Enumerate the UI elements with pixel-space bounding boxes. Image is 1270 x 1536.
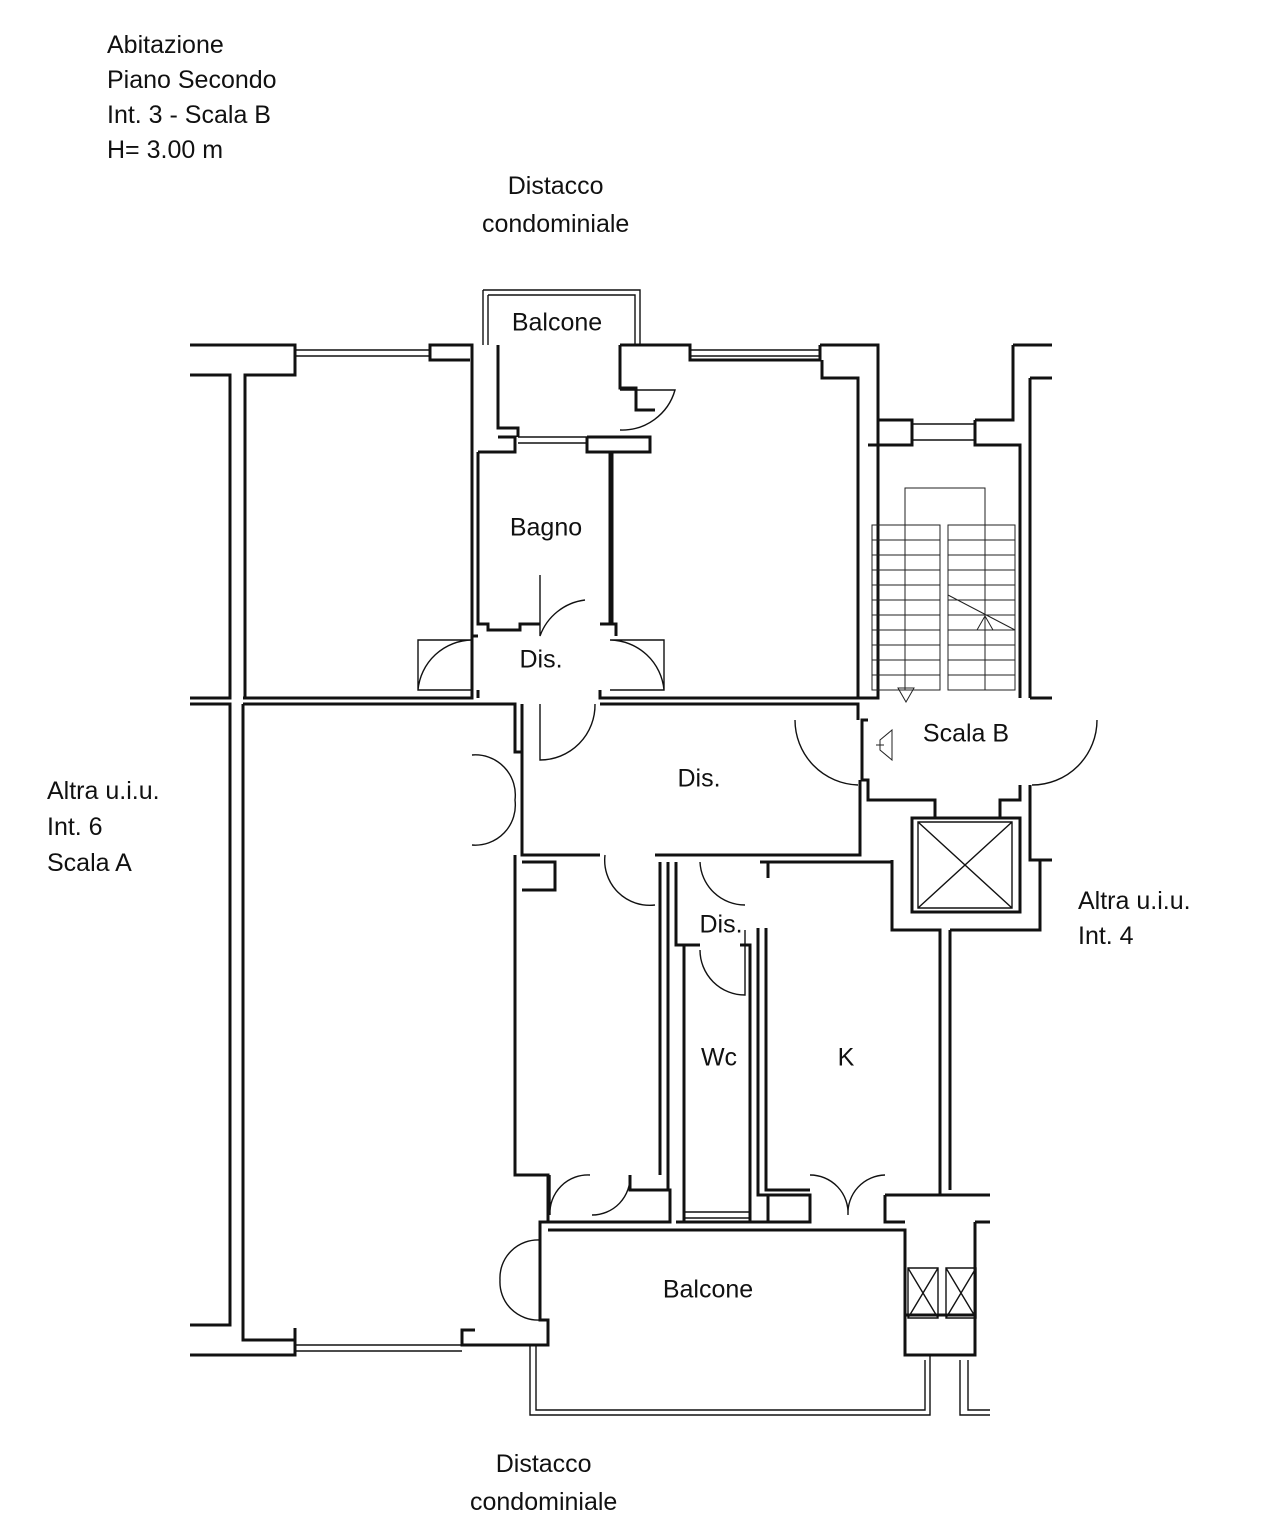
bottom-note-line-1: Distacco: [495, 1450, 592, 1478]
left-note-line-3: Scala A: [47, 849, 132, 877]
room-label-dis-upper: Dis.: [519, 645, 563, 674]
room-label-balcone-top: Balcone: [511, 308, 603, 337]
room-label-wc: Wc: [700, 1043, 738, 1072]
top-note-line-2: condominiale: [482, 210, 630, 238]
top-note-line-1: Distacco: [507, 172, 604, 200]
header-block: Abitazione Piano Secondo Int. 3 - Scala …: [107, 28, 277, 168]
room-label-dis-small: Dis.: [699, 910, 743, 939]
doors: [417, 389, 1098, 1321]
bottom-boundary-note: Distacco condominiale: [470, 1445, 617, 1521]
header-line-4: H= 3.00 m: [107, 136, 224, 164]
room-label-scala-b: Scala B: [922, 719, 1010, 748]
right-note-line-2: Int. 4: [1078, 922, 1134, 950]
header-line-3: Int. 3 - Scala B: [107, 101, 271, 129]
header-line-2: Piano Secondo: [107, 66, 277, 94]
walls: [190, 289, 1052, 1416]
header-line-1: Abitazione: [107, 31, 224, 59]
room-label-balcone-bottom: Balcone: [662, 1275, 754, 1304]
right-neighbor-note: Altra u.i.u. Int. 4: [1078, 884, 1191, 954]
top-boundary-note: Distacco condominiale: [482, 167, 629, 243]
left-note-line-2: Int. 6: [47, 813, 103, 841]
room-label-kitchen: K: [837, 1043, 855, 1072]
left-neighbor-note: Altra u.i.u. Int. 6 Scala A: [47, 773, 160, 881]
right-note-line-1: Altra u.i.u.: [1078, 887, 1191, 915]
room-label-dis-main: Dis.: [677, 764, 721, 793]
bottom-note-line-2: condominiale: [470, 1488, 618, 1516]
room-label-bagno: Bagno: [509, 513, 583, 542]
left-note-line-1: Altra u.i.u.: [47, 777, 160, 805]
stair-flights: [871, 487, 1016, 762]
